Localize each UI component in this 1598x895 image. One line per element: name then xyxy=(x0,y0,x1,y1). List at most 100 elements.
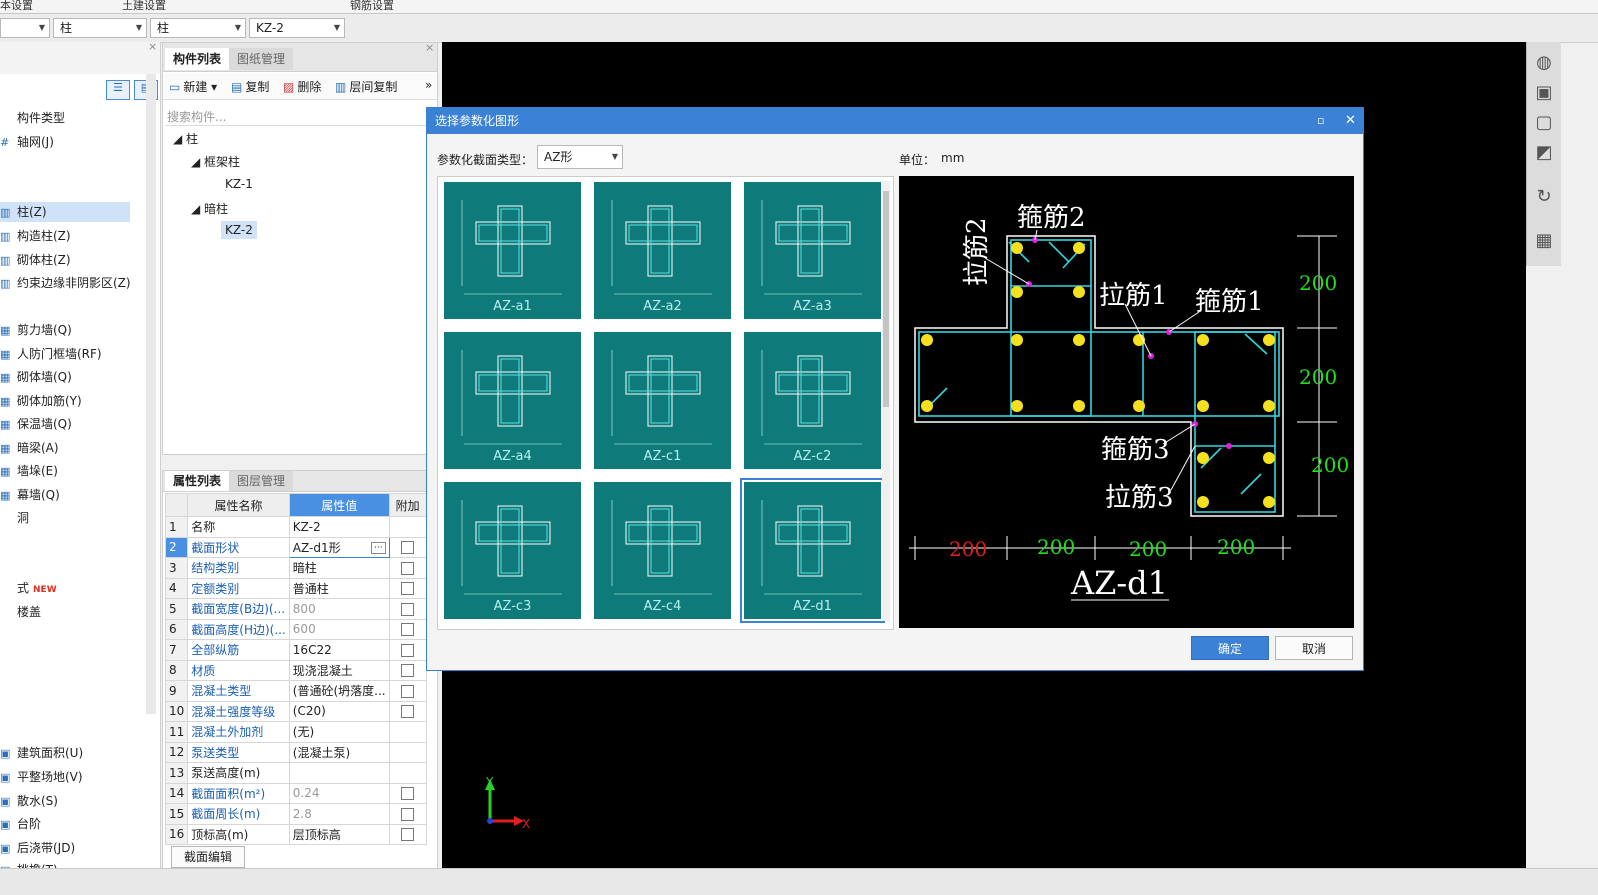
extra-checkbox[interactable] xyxy=(401,807,415,821)
shape-thumb[interactable]: AZ-a3 xyxy=(744,182,881,319)
property-value[interactable]: KZ-2 xyxy=(288,516,390,538)
property-value[interactable]: 现浇混凝土 xyxy=(288,659,390,681)
property-value[interactable]: (混凝土泵) xyxy=(288,741,390,763)
nav-item-1[interactable]: #轴网(J) xyxy=(0,132,54,152)
nav-item-5[interactable]: ▥约束边缘非阴影区(Z) xyxy=(0,273,131,293)
tab-component-list[interactable]: 构件列表 xyxy=(165,48,230,70)
tree-item-kz1[interactable]: KZ-1 xyxy=(225,177,253,191)
list-view-icon[interactable]: ☰ xyxy=(106,80,130,100)
view-top-icon[interactable]: ▢ xyxy=(1535,112,1553,133)
nav-item-3[interactable]: ▥构造柱(Z) xyxy=(0,226,71,246)
search-box[interactable]: 搜索构件... xyxy=(165,105,435,126)
nav-item-21[interactable]: ▣后浇带(JD) xyxy=(0,838,75,858)
layer-icon[interactable]: ▦ xyxy=(1535,230,1553,251)
nav-item-0[interactable]: 构件类型 xyxy=(0,108,65,128)
maximize-icon[interactable]: ▫ xyxy=(1317,114,1325,127)
extra-checkbox[interactable] xyxy=(401,541,415,555)
tab-basic-settings[interactable]: 本设置 xyxy=(0,0,33,12)
property-value[interactable]: 层顶标高 xyxy=(288,823,390,845)
nav-item-9[interactable]: ▦砌体加筋(Y) xyxy=(0,391,82,411)
shape-type-select[interactable]: AZ形▼ xyxy=(537,145,623,169)
property-value[interactable]: 普通柱 xyxy=(288,577,390,599)
nav-item-18[interactable]: ▣平整场地(V) xyxy=(0,767,83,787)
nav-item-19[interactable]: ▣散水(S) xyxy=(0,791,58,811)
shape-thumb[interactable]: AZ-c2 xyxy=(744,332,881,469)
shape-thumb[interactable]: AZ-c3 xyxy=(444,482,581,619)
close-icon[interactable]: × xyxy=(425,41,435,54)
tab-property-list[interactable]: 属性列表 xyxy=(165,471,230,491)
property-value[interactable]: (普通砼(坍落度... xyxy=(288,680,390,702)
shape-thumb[interactable]: AZ-a1 xyxy=(444,182,581,319)
extra-checkbox[interactable] xyxy=(401,582,415,596)
ok-button[interactable]: 确定 xyxy=(1191,636,1269,660)
cancel-button[interactable]: 取消 xyxy=(1275,636,1353,660)
nav-item-11[interactable]: ▦暗梁(A) xyxy=(0,438,59,458)
nav-item-6[interactable]: ▦剪力墙(Q) xyxy=(0,320,72,340)
extra-checkbox[interactable] xyxy=(401,643,415,657)
property-value[interactable]: 800 xyxy=(288,598,390,620)
floor-select[interactable]: ▼ xyxy=(0,18,50,38)
ellipsis-button[interactable]: ··· xyxy=(371,541,386,554)
nav-item-17[interactable]: ▣建筑面积(U) xyxy=(0,743,83,763)
property-value[interactable]: 0.24 xyxy=(288,782,390,804)
property-value[interactable]: AZ-d1形··· xyxy=(288,536,390,558)
type-select[interactable]: 柱▼ xyxy=(150,18,246,38)
tree-group-hidden-column[interactable]: ◢ 暗柱 xyxy=(191,202,229,216)
extra-checkbox[interactable] xyxy=(401,705,415,719)
tree-item-kz2[interactable]: KZ-2 xyxy=(221,221,257,239)
tab-layer-manage[interactable]: 图层管理 xyxy=(229,471,294,491)
nav-scrollbar[interactable] xyxy=(146,74,156,714)
extra-checkbox[interactable] xyxy=(401,561,415,575)
shape-thumb[interactable]: AZ-c1 xyxy=(594,332,731,469)
more-icon[interactable]: » xyxy=(425,78,433,92)
close-icon[interactable]: ✕ xyxy=(1345,113,1356,128)
floor-copy-button[interactable]: ▥层间复制 xyxy=(335,80,398,94)
component-select[interactable]: KZ-2▼ xyxy=(249,18,345,38)
extra-checkbox[interactable] xyxy=(401,787,415,801)
property-value[interactable]: (无) xyxy=(288,721,390,743)
close-icon[interactable]: × xyxy=(148,40,158,53)
property-value[interactable]: (C20) xyxy=(288,700,390,722)
tree-root[interactable]: ◢ 柱 xyxy=(173,132,199,146)
rotate-icon[interactable]: ↻ xyxy=(1536,186,1552,207)
copy-button[interactable]: ▤复制 xyxy=(231,80,270,94)
nav-item-16[interactable]: 楼盖 xyxy=(0,602,41,622)
extra-checkbox[interactable] xyxy=(401,602,415,616)
tab-civil-settings[interactable]: 土建设置 xyxy=(122,0,166,12)
nav-item-14[interactable]: 洞 xyxy=(0,508,29,528)
extra-checkbox[interactable] xyxy=(401,828,415,842)
search-input[interactable]: 搜索构件... xyxy=(167,110,227,124)
tab-rebar-settings[interactable]: 钢筋设置 xyxy=(350,0,394,12)
property-value[interactable]: 暗柱 xyxy=(288,557,390,579)
delete-button[interactable]: ▨删除 xyxy=(283,80,322,94)
tab-drawing-manage[interactable]: 图纸管理 xyxy=(229,48,294,70)
nav-item-4[interactable]: ▥砌体柱(Z) xyxy=(0,250,71,270)
shape-thumb[interactable]: AZ-d1 xyxy=(740,478,885,623)
nav-item-10[interactable]: ▦保温墙(Q) xyxy=(0,414,72,434)
shape-thumb[interactable]: AZ-a2 xyxy=(594,182,731,319)
nav-item-20[interactable]: ▣台阶 xyxy=(0,814,41,834)
new-button[interactable]: ▭新建 ▾ xyxy=(169,80,218,94)
gallery-scrollbar[interactable] xyxy=(882,181,890,621)
shape-thumb[interactable]: AZ-a4 xyxy=(444,332,581,469)
nav-item-7[interactable]: ▦人防门框墙(RF) xyxy=(0,344,102,364)
nav-item-8[interactable]: ▦砌体墙(Q) xyxy=(0,367,72,387)
view-iso-icon[interactable]: ◩ xyxy=(1535,142,1553,163)
extra-checkbox[interactable] xyxy=(401,684,415,698)
property-value[interactable]: 16C22 xyxy=(288,639,390,661)
nav-item-12[interactable]: ▦墙垛(E) xyxy=(0,461,58,481)
